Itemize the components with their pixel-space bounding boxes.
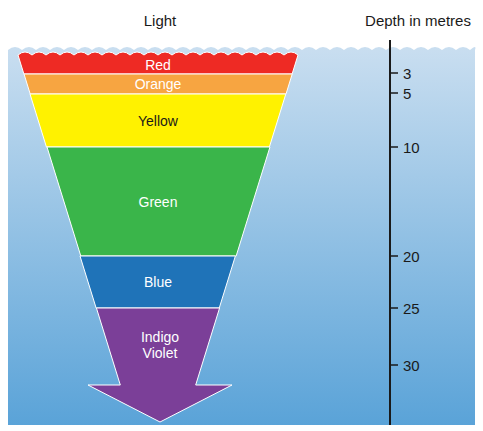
band-label: Red <box>22 57 294 73</box>
depth-value: 20 <box>403 248 420 265</box>
band-shape <box>88 308 232 422</box>
band-shape <box>30 94 286 147</box>
band-shape <box>47 147 270 256</box>
band-shape <box>80 256 235 308</box>
band-shape <box>18 52 298 74</box>
tick-mark <box>390 307 398 309</box>
band-label: Indigo Violet <box>128 329 192 361</box>
blue-band: Blue <box>80 256 235 308</box>
depth-ticks <box>390 73 398 365</box>
tick-mark <box>390 146 398 148</box>
band-label: Green <box>51 194 266 210</box>
yellow-band: Yellow <box>30 94 286 147</box>
depth-axis <box>389 40 391 425</box>
depth-value: 3 <box>403 65 411 82</box>
red-band: Red <box>18 49 298 74</box>
band-label: Orange <box>28 76 288 92</box>
green-band: Green <box>47 147 270 256</box>
column-heading: Depth in metres <box>365 12 471 29</box>
depth-value: 30 <box>403 357 420 374</box>
depth-value: 25 <box>403 300 420 317</box>
tick-mark <box>390 92 398 94</box>
depth-value: 5 <box>403 85 411 102</box>
column-heading: Light <box>144 12 177 29</box>
band-label: Blue <box>84 274 231 290</box>
orange-band: Orange <box>24 74 292 94</box>
tick-mark <box>390 72 398 74</box>
band-shape <box>24 74 292 94</box>
water-body <box>8 47 475 425</box>
violet-band: Indigo Violet <box>88 308 232 422</box>
tick-mark <box>390 364 398 366</box>
tick-mark <box>390 255 398 257</box>
depth-value: 10 <box>403 139 420 156</box>
band-outline <box>88 308 232 422</box>
band-label: Yellow <box>34 113 282 129</box>
